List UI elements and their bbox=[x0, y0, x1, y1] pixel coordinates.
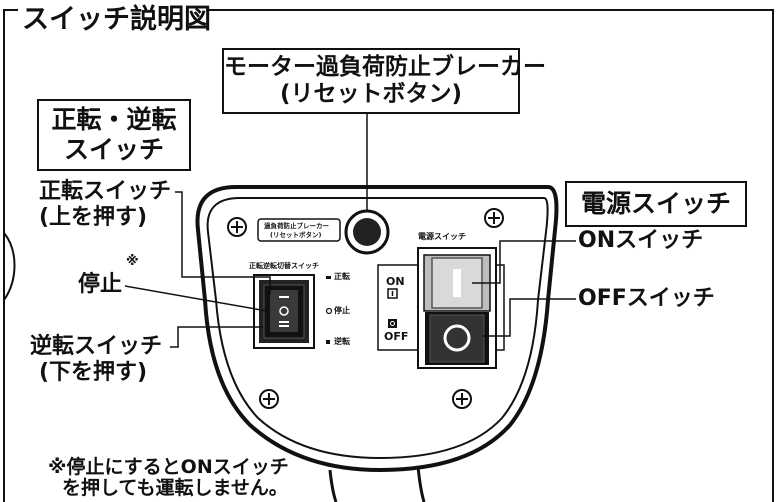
on-switch-label: ONスイッチ bbox=[578, 228, 704, 253]
breaker-plate bbox=[257, 218, 341, 242]
screw-icon-top-right bbox=[484, 208, 504, 228]
forward-switch-label: 正転スイッチ bbox=[39, 179, 172, 204]
panel-on-label: ON bbox=[386, 275, 405, 288]
fwdrev-callout-line1: 正転・逆転 bbox=[51, 105, 177, 134]
fwdrev-callout: 正転・逆転 スイッチ bbox=[37, 99, 191, 171]
reverse-marker bbox=[326, 340, 330, 344]
footnote-line1: ※停止にするとONスイッチ bbox=[48, 456, 289, 478]
footnote-line2: を押しても運転しません。 bbox=[62, 477, 288, 499]
left-edge-circle bbox=[3, 232, 16, 301]
forward-marker bbox=[326, 276, 331, 279]
leader-lines bbox=[124, 112, 576, 348]
power-callout-text: 電源スイッチ bbox=[580, 189, 731, 218]
fwdrev-callout-line2: スイッチ bbox=[63, 135, 164, 164]
reverse-switch-hint: (下を押す) bbox=[39, 360, 148, 385]
off-indicator bbox=[388, 319, 397, 328]
panel-forward-label: 正転 bbox=[334, 272, 350, 281]
panel-power-title: 電源スイッチ bbox=[418, 232, 466, 241]
power-callout: 電源スイッチ bbox=[565, 181, 747, 227]
forward-switch-hint: (上を押す) bbox=[39, 205, 148, 230]
panel-breaker-line2: (リセットボタン) bbox=[270, 231, 322, 239]
breaker-callout-line1: モーター過負荷防止ブレーカー bbox=[224, 54, 546, 80]
screw-icon-bottom-left bbox=[259, 389, 279, 409]
stop-label: 停止 bbox=[78, 272, 123, 297]
screw-icon-top-left bbox=[227, 217, 247, 237]
reverse-switch-label: 逆転スイッチ bbox=[30, 334, 163, 359]
panel-stop-label: 停止 bbox=[334, 306, 350, 315]
screw-icon-bottom-right bbox=[452, 389, 472, 409]
panel-reverse-label: 逆転 bbox=[334, 337, 350, 346]
outer-frame bbox=[3, 9, 774, 502]
stop-marker bbox=[325, 307, 333, 315]
off-switch-label: OFFスイッチ bbox=[578, 286, 715, 311]
panel-breaker-line1: 過負荷防止ブレーカー bbox=[264, 222, 329, 230]
panel-off-label: OFF bbox=[384, 330, 409, 343]
panel-fwdrev-title: 正転逆転切替スイッチ bbox=[249, 262, 319, 270]
stop-note-mark: ※ bbox=[126, 254, 139, 269]
reset-button-icon bbox=[344, 209, 390, 255]
breaker-callout-line2: (リセットボタン) bbox=[279, 81, 463, 107]
breaker-callout: モーター過負荷防止ブレーカー (リセットボタン) bbox=[222, 48, 546, 114]
page-title: スイッチ説明図 bbox=[22, 4, 211, 35]
